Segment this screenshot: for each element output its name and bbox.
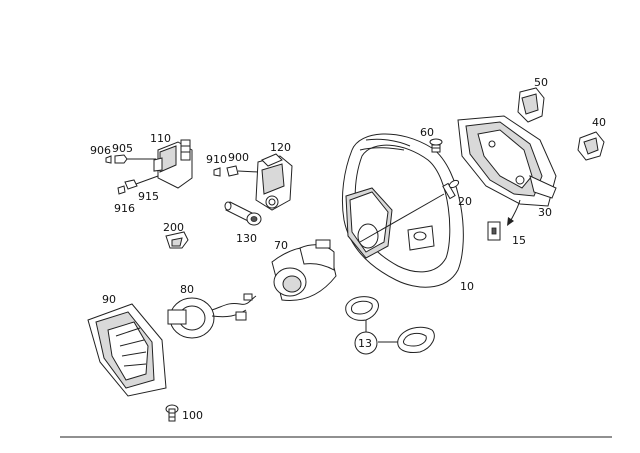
part-900-connector: [226, 165, 259, 177]
part-13-trim-right: [397, 326, 435, 353]
label-40: 40: [592, 116, 606, 129]
label-906: 906: [90, 144, 111, 157]
label-110: 110: [150, 132, 171, 145]
label-13-leaders: [354, 320, 398, 355]
part-915-plug: [124, 175, 159, 190]
part-90-column-housing: [87, 303, 167, 397]
label-10: 10: [460, 280, 474, 293]
label-60: 60: [420, 126, 434, 139]
label-910: 910: [206, 153, 227, 166]
part-120-column-switch: [255, 153, 293, 211]
label-900: 900: [228, 151, 249, 164]
label-13: 13: [358, 337, 372, 350]
part-906-connector: [105, 155, 112, 164]
part-70-clock-spring: [271, 239, 337, 301]
part-13-trim-left: [345, 296, 379, 321]
label-70: 70: [274, 239, 288, 252]
label-130: 130: [236, 232, 257, 245]
label-100: 100: [182, 409, 203, 422]
part-910-pin: [213, 167, 221, 177]
part-60-screw: [429, 138, 443, 153]
part-80-contact-unit: [167, 293, 257, 339]
part-20-bolt: [442, 179, 460, 200]
label-20: 20: [458, 195, 472, 208]
part-30-rear-cover: [457, 115, 557, 207]
part-15-clip: [487, 221, 501, 241]
part-916-plug: [117, 185, 126, 195]
part-110-switch-module: [153, 139, 193, 189]
label-120: 120: [270, 141, 291, 154]
part-130-lock-cylinder: [224, 201, 262, 226]
label-50: 50: [534, 76, 548, 89]
part-200-cover: [165, 231, 189, 249]
label-30: 30: [538, 206, 552, 219]
label-15: 15: [512, 234, 526, 247]
part-40-cap: [577, 131, 605, 161]
label-916: 916: [114, 202, 135, 215]
arrow-to-part-15: [507, 199, 521, 226]
label-80: 80: [180, 283, 194, 296]
label-915: 915: [138, 190, 159, 203]
part-100-screw: [165, 404, 179, 422]
label-905: 905: [112, 142, 133, 155]
part-10-steering-wheel: [341, 133, 464, 288]
part-905-connector: [114, 154, 156, 164]
part-50-cap: [517, 87, 545, 123]
label-90: 90: [102, 293, 116, 306]
label-200: 200: [163, 221, 184, 234]
